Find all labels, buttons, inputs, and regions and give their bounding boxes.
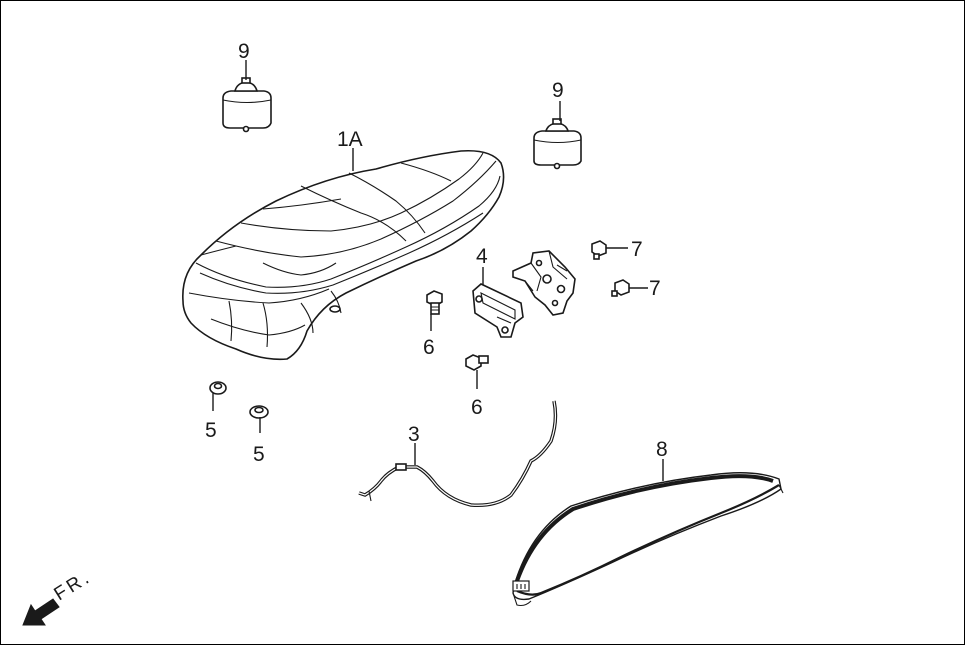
callout-3: 3	[408, 423, 420, 446]
callout-9b: 9	[552, 79, 564, 102]
part-9-right-bumper	[533, 118, 582, 170]
part-7-lower-bolt	[611, 279, 630, 297]
part-6-upper-bolt	[426, 290, 443, 315]
callout-1A: 1A	[337, 128, 363, 151]
callout-8: 8	[656, 438, 668, 461]
part-9-left-bumper	[222, 77, 272, 133]
part-7-upper-bolt	[591, 240, 607, 260]
callout-7b: 7	[649, 277, 661, 300]
callout-6a: 6	[423, 336, 435, 359]
front-arrow-icon	[22, 598, 60, 626]
part-1A-seat	[182, 149, 505, 361]
part-3-seat-cable	[358, 400, 558, 508]
part-6-lower-bolt	[465, 354, 489, 371]
callout-5a: 5	[205, 419, 217, 442]
part-5-left-nut	[209, 381, 227, 395]
part-4-latch-bracket	[472, 283, 524, 338]
part-seat-lock	[512, 250, 576, 316]
callout-9a: 9	[238, 40, 250, 63]
callout-4: 4	[476, 245, 488, 268]
callout-5b: 5	[253, 443, 265, 466]
callout-7a: 7	[631, 238, 643, 261]
callout-6b: 6	[471, 396, 483, 419]
part-5-right-nut	[249, 405, 269, 419]
part-8-seal-strip	[512, 472, 784, 607]
front-direction-label: FR.	[51, 566, 96, 605]
